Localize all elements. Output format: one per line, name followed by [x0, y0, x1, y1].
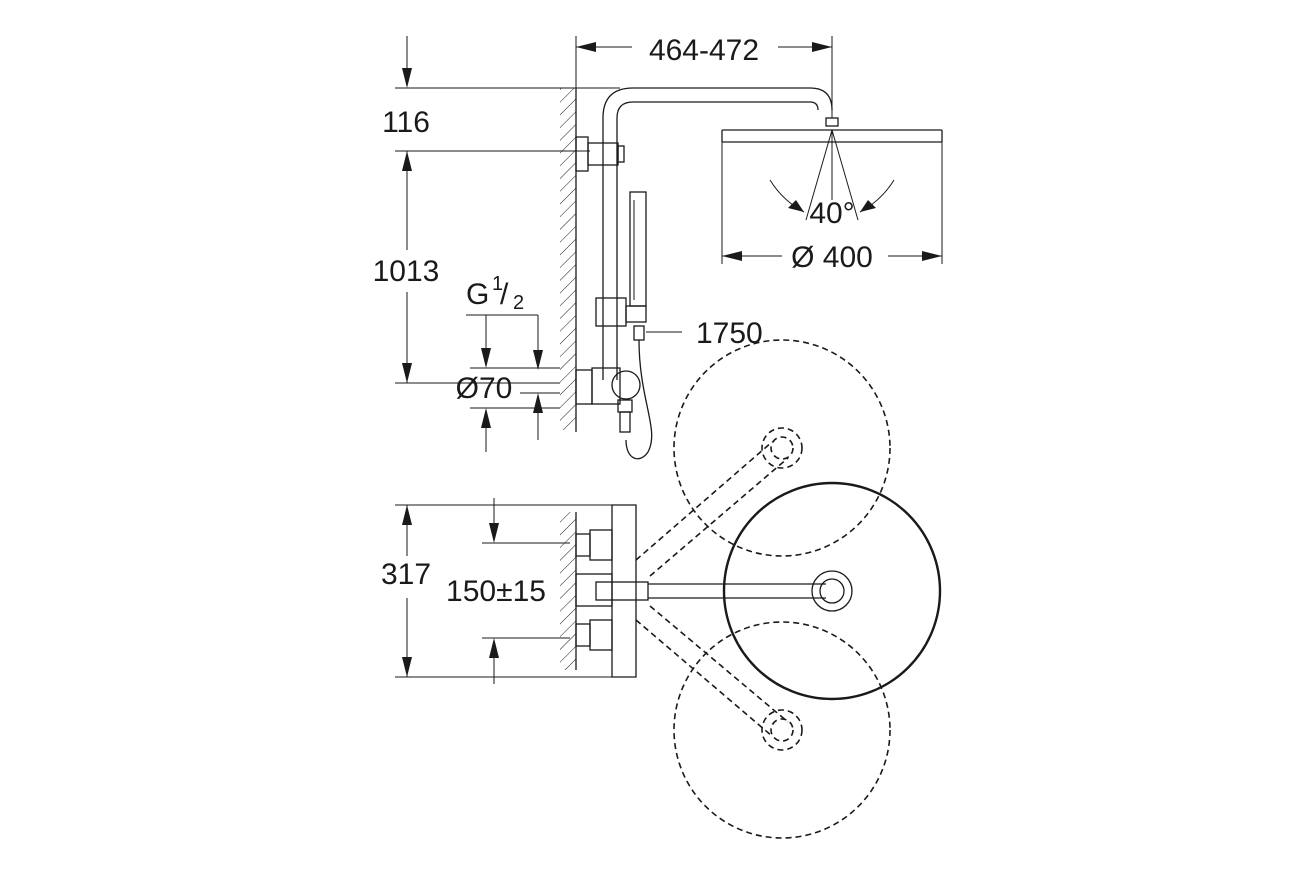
thread-numerator: 1 [492, 273, 503, 295]
dimension-diameter-70: Ø70 [456, 315, 560, 452]
hose-length-label: 1750 [696, 317, 763, 350]
plan-view: 317 150±15 [381, 339, 942, 839]
dimension-diameter-70-label: Ø70 [456, 372, 513, 405]
dimension-317-label: 317 [381, 558, 431, 591]
dimension-width: 464-472 [575, 34, 833, 118]
thread-G-label: G [466, 278, 489, 311]
thread-slash: / [500, 278, 509, 311]
shower-head-plan [595, 481, 942, 701]
wall-hatch [560, 88, 577, 432]
shower-head-side: 40° Ø 400 [721, 117, 943, 274]
dimension-1013: 1013 [373, 151, 560, 384]
dimension-116: 116 [382, 36, 620, 152]
shower-riser: 1750 [575, 87, 833, 460]
side-elevation: 464-472 116 1013 G 1 / 2 [373, 34, 943, 460]
thread-denominator: 2 [513, 292, 524, 314]
rotation-positions [635, 339, 891, 839]
mixer-plan [575, 504, 637, 678]
head-diameter-label: Ø 400 [791, 241, 873, 274]
dimension-150-label: 150±15 [446, 575, 546, 608]
spray-angle-label: 40° [809, 197, 854, 230]
dimension-116-label: 116 [382, 106, 430, 139]
dimension-width-label: 464-472 [649, 34, 759, 67]
thread-spec: G 1 / 2 [466, 273, 543, 440]
dimension-317: 317 [381, 504, 636, 678]
dimension-150: 150±15 [446, 498, 570, 684]
dimension-1013-label: 1013 [373, 255, 440, 288]
